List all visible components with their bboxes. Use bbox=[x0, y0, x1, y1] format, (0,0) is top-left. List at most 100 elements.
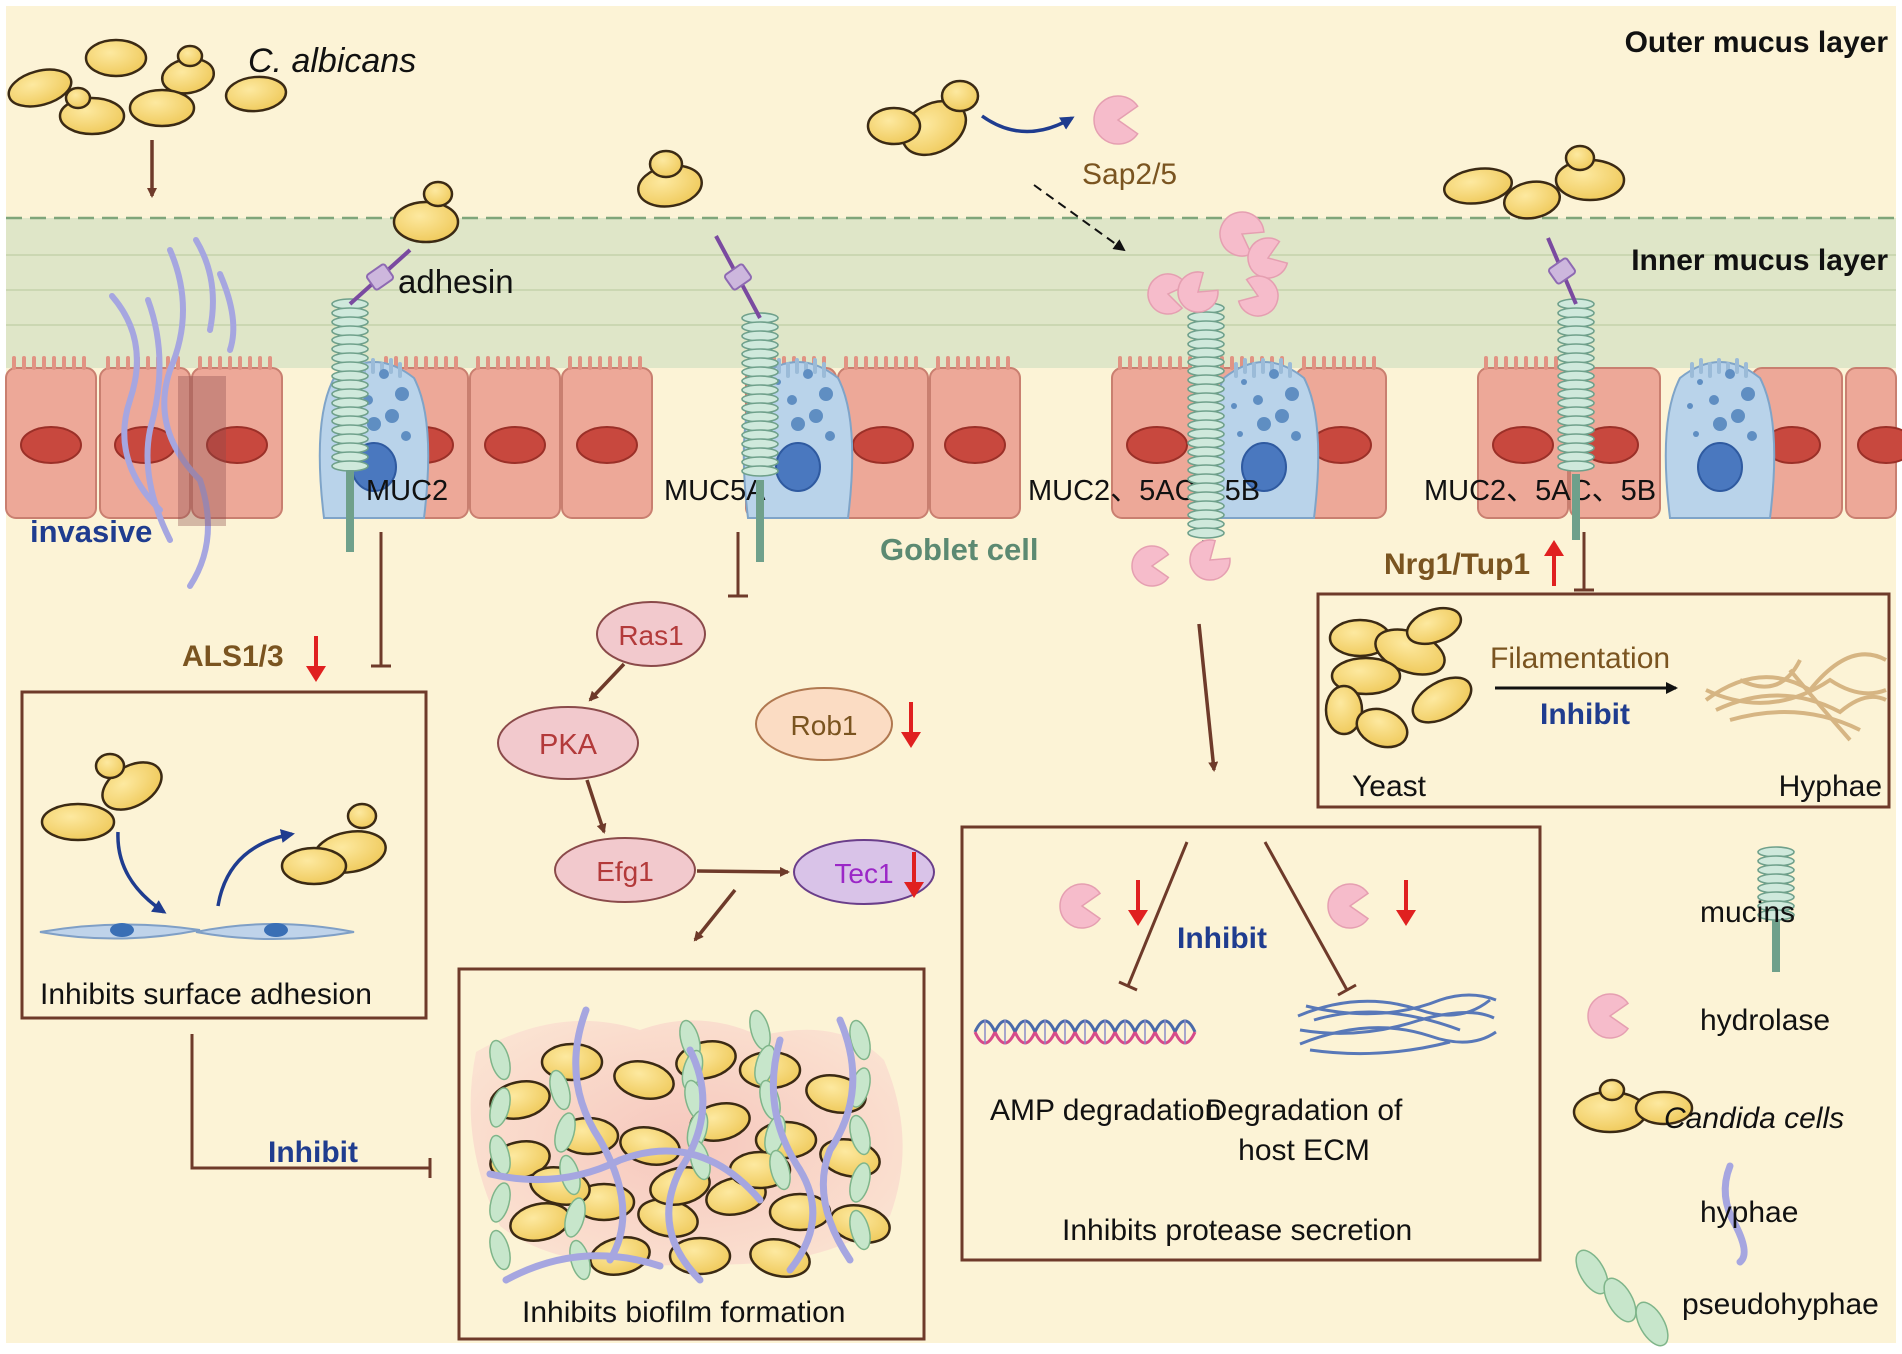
yeast-cell-icon bbox=[84, 38, 148, 78]
epithelial-cell bbox=[5, 356, 97, 519]
yeast-cell-icon bbox=[128, 88, 196, 128]
goblet-nucleus bbox=[1697, 442, 1743, 492]
invasive-label: invasive bbox=[30, 514, 152, 549]
arrowhead-icon bbox=[904, 882, 924, 898]
pka-label: PKA bbox=[539, 729, 598, 761]
nucleus bbox=[944, 426, 1006, 464]
yeast-cell-icon bbox=[40, 802, 116, 842]
als-label: ALS1/3 bbox=[182, 640, 284, 673]
hydrolase-icon bbox=[1219, 211, 1265, 257]
arrowhead-icon bbox=[1544, 540, 1564, 556]
inhibit-bottom-label: Inhibit bbox=[268, 1136, 358, 1169]
tec1-label: Tec1 bbox=[834, 858, 893, 889]
epithelium bbox=[5, 356, 1902, 519]
yeast-cell-icon bbox=[1634, 1090, 1694, 1126]
hyphae-icon bbox=[486, 1006, 857, 1284]
hydrolase-icon bbox=[1189, 539, 1231, 581]
sap-secretion-arrow bbox=[1033, 184, 1126, 252]
legend: mucins hydrolase Candida cells hyphae ps… bbox=[1664, 896, 1879, 1321]
yeast-cell-icon bbox=[346, 802, 378, 830]
inhibit-filamentation-label: Inhibit bbox=[1540, 698, 1630, 731]
mucin-icon bbox=[1187, 302, 1225, 564]
protease-box bbox=[960, 825, 1542, 1262]
efg1-label: Efg1 bbox=[596, 856, 654, 887]
yeast-cell-icon bbox=[1355, 707, 1409, 749]
inhibit-protease-label: Inhibit bbox=[1177, 922, 1267, 955]
epithelial-cell bbox=[191, 356, 283, 519]
nucleus bbox=[1492, 426, 1554, 464]
adhesion-arrow-2 bbox=[216, 829, 295, 907]
hydrolase-icon bbox=[1147, 273, 1188, 315]
hyphae-bundle bbox=[1704, 652, 1887, 742]
yeast-cell-icon bbox=[1564, 144, 1596, 172]
adhesin-label: adhesin bbox=[398, 263, 514, 300]
adhesion-box bbox=[20, 690, 428, 1020]
hydrolase-icon bbox=[1177, 271, 1219, 313]
hydrolase-layer bbox=[1059, 95, 1630, 1039]
invasive-hyphae bbox=[109, 237, 237, 589]
yeast-cell-icon bbox=[866, 106, 922, 146]
yeast-cell-icon bbox=[1324, 684, 1364, 736]
adhesin-icon bbox=[724, 263, 752, 291]
goblet-cell bbox=[1664, 358, 1776, 519]
goblet-nucleus bbox=[775, 442, 821, 492]
yeast-cell-icon bbox=[649, 1166, 711, 1206]
hyphae-box-label: Hyphae bbox=[1779, 770, 1882, 803]
nucleus bbox=[1310, 426, 1372, 464]
nucleus bbox=[206, 426, 268, 464]
legend-pseudohyphae-label: pseudohyphae bbox=[1682, 1288, 1879, 1321]
hyphae-layer bbox=[109, 237, 1748, 1347]
rob1-label: Rob1 bbox=[791, 710, 858, 741]
ras1-node: Ras1 bbox=[596, 601, 706, 667]
yeast-cell-icon bbox=[1502, 180, 1562, 220]
secretion-arrow bbox=[980, 114, 1075, 134]
yeast-cell-icon bbox=[1442, 167, 1514, 205]
yeast-cell-icon bbox=[7, 68, 73, 108]
yeast-cell-icon bbox=[176, 44, 204, 68]
muc2-label: MUC2 bbox=[366, 475, 448, 507]
hydrolase-icon bbox=[1093, 95, 1139, 145]
hydrolase-icon bbox=[1327, 883, 1370, 929]
rob1-node: Rob1 bbox=[755, 687, 893, 761]
nucleus bbox=[1857, 426, 1902, 464]
nucleus bbox=[484, 426, 546, 464]
muc-group-label-2: MUC2、5AC、5B bbox=[1424, 475, 1656, 507]
ras1-label: Ras1 bbox=[618, 620, 683, 651]
ecm-fiber-icon bbox=[1297, 993, 1497, 1056]
pka-node: PKA bbox=[497, 706, 639, 780]
legend-mucins-label: mucins bbox=[1700, 896, 1795, 929]
fibroblast-icon bbox=[39, 923, 355, 940]
nrg1-tup1-label: Nrg1/Tup1 bbox=[1384, 548, 1530, 581]
arrowhead-icon bbox=[306, 666, 326, 682]
yeast-cell-icon bbox=[1405, 606, 1463, 646]
goblet-nucleus bbox=[1241, 442, 1287, 492]
protease-box-label: Inhibits protease secretion bbox=[1062, 1214, 1412, 1247]
adhesion-box-label: Inhibits surface adhesion bbox=[40, 978, 372, 1011]
outer-mucus-label: Outer mucus layer bbox=[1625, 26, 1889, 59]
amp-degradation-label: AMP degradation bbox=[990, 1094, 1221, 1127]
inhibit-lines bbox=[190, 532, 1594, 1178]
legend-pseudohyphae-icon bbox=[1575, 1249, 1669, 1347]
nucleus bbox=[1126, 426, 1188, 464]
yeast-cell-icon bbox=[648, 149, 684, 179]
legend-hyphae-icon bbox=[1721, 1162, 1748, 1266]
hydrolase-icon bbox=[1247, 237, 1289, 279]
down-arrows bbox=[306, 540, 1564, 926]
hydrolase-icon bbox=[1237, 275, 1279, 317]
inner-mucus-label: Inner mucus layer bbox=[1631, 244, 1888, 277]
filamentation-box bbox=[1316, 592, 1891, 809]
legend-hyphae-label: hyphae bbox=[1700, 1196, 1798, 1229]
hydrolase-icon bbox=[1131, 545, 1170, 587]
adhesion-arrow-1 bbox=[116, 831, 167, 914]
tec1-node: Tec1 bbox=[793, 839, 935, 905]
yeast-cell-icon bbox=[280, 846, 348, 886]
yeast-cell-icon bbox=[422, 180, 454, 208]
muc-group-label-1: MUC2、5AC、5B bbox=[1028, 475, 1260, 507]
nucleus bbox=[20, 426, 82, 464]
filamentation-label: Filamentation bbox=[1490, 642, 1670, 675]
epithelial-cell bbox=[929, 356, 1021, 519]
yeast-cell-icon bbox=[1330, 656, 1402, 696]
yeast-cell-icon bbox=[613, 1060, 675, 1100]
yeast-cell-icon bbox=[224, 75, 288, 113]
